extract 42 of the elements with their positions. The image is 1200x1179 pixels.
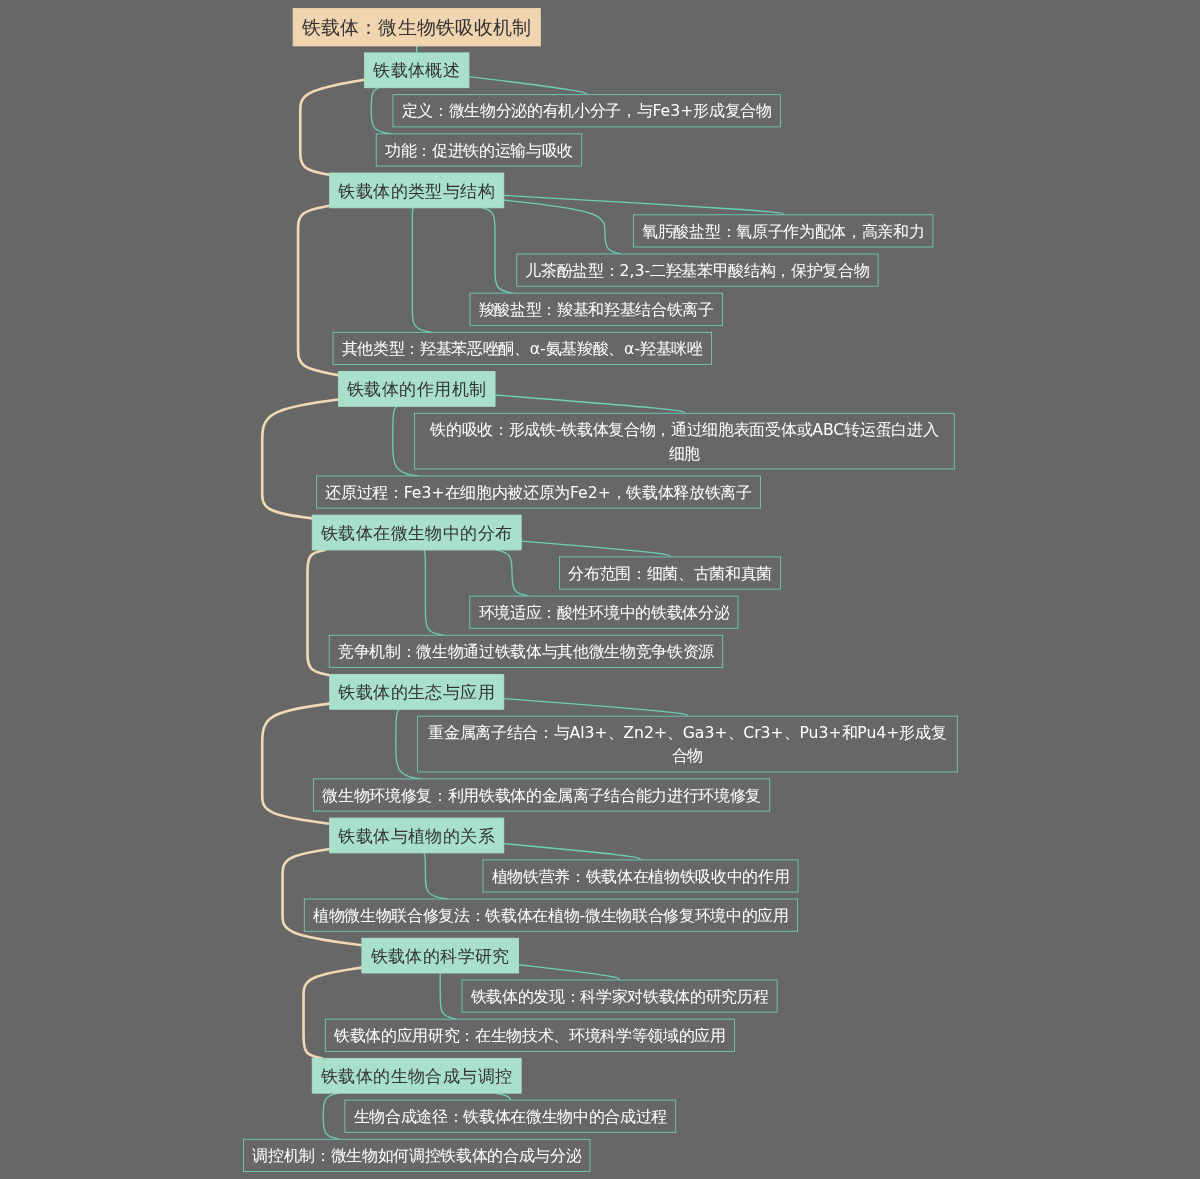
connector (517, 963, 620, 981)
node-box: 铁载体与植物的关系 (328, 817, 504, 853)
node-box: 植物铁营养：铁载体在植物铁吸收中的作用 (482, 858, 799, 892)
node-box: 铁载体的生态与应用 (328, 673, 504, 710)
node-box: 环境适应：酸性环境中的铁载体分泌 (468, 595, 738, 629)
connector (298, 77, 365, 176)
node-box: 铁载体的生物合成与调控 (311, 1057, 522, 1094)
node-box: 铁载体在微生物中的分布 (311, 514, 522, 550)
connector (280, 847, 362, 947)
node-box: 定义：微生物分泌的有机小分子，与Fe3+形成复合物 (392, 93, 781, 127)
node-box: 铁载体的作用机制 (337, 370, 496, 407)
connector (301, 965, 362, 1060)
node-box: 铁载体：微生物铁吸收机制 (292, 7, 541, 46)
node-box: 氧肟酸盐型：氧原子作为配体，高亲和力 (632, 213, 933, 247)
connector (520, 540, 671, 558)
connector (305, 548, 330, 676)
connector (467, 75, 587, 95)
connector (502, 194, 784, 215)
node-box: 竞争机制：微生物通过铁载体与其他微生物竞争铁资源 (328, 634, 723, 668)
node-box: 铁载体的科学研究 (361, 937, 519, 973)
connector (260, 701, 330, 825)
node-box: 铁载体的类型与结构 (328, 172, 504, 208)
node-box: 还原过程：Fe3+在细胞内被还原为Fe2+，铁载体释放铁离子 (315, 475, 761, 509)
node-box: 铁载体概述 (363, 51, 469, 88)
node-box: 生物合成途径：铁载体在微生物中的合成过程 (344, 1099, 676, 1133)
node-box: 功能：促进铁的运输与吸收 (375, 132, 582, 166)
node-box: 儿茶酚盐型：2,3-二羟基苯甲酸结构，保护复合物 (515, 253, 879, 287)
connector (494, 393, 685, 414)
connector (502, 842, 641, 860)
node-box: 铁的吸收：形成铁-铁载体复合物，通过细胞表面受体或ABC转运蛋白进入细胞 (413, 412, 955, 469)
node-box: 铁载体的发现：科学家对铁载体的研究历程 (461, 979, 778, 1013)
node-box: 微生物环境修复：利用铁载体的金属离子结合能力进行环境修复 (312, 777, 770, 812)
node-box: 调控机制：微生物如何调控铁载体的合成与分泌 (242, 1138, 590, 1172)
connector (502, 697, 688, 717)
node-box: 植物微生物联合修复法：铁载体在植物-微生物联合修复环境中的应用 (303, 898, 798, 932)
node-box: 其他类型：羟基苯恶唑酮、α-氨基羧酸、α-羟基咪唑 (332, 331, 712, 365)
node-box: 铁载体的应用研究：在生物技术、环境科学等领域的应用 (324, 1018, 735, 1052)
connector (260, 397, 339, 520)
node-box: 重金属离子结合：与Al3+、Zn2+、Ga3+、Cr3+、Pu3+和Pu4+形成复合物 (416, 715, 958, 772)
node-box: 分布范围：细菌、古菌和真菌 (558, 555, 781, 590)
node-box: 羧酸盐型：羧基和羟基结合铁离子 (469, 292, 723, 326)
connector (296, 203, 339, 376)
